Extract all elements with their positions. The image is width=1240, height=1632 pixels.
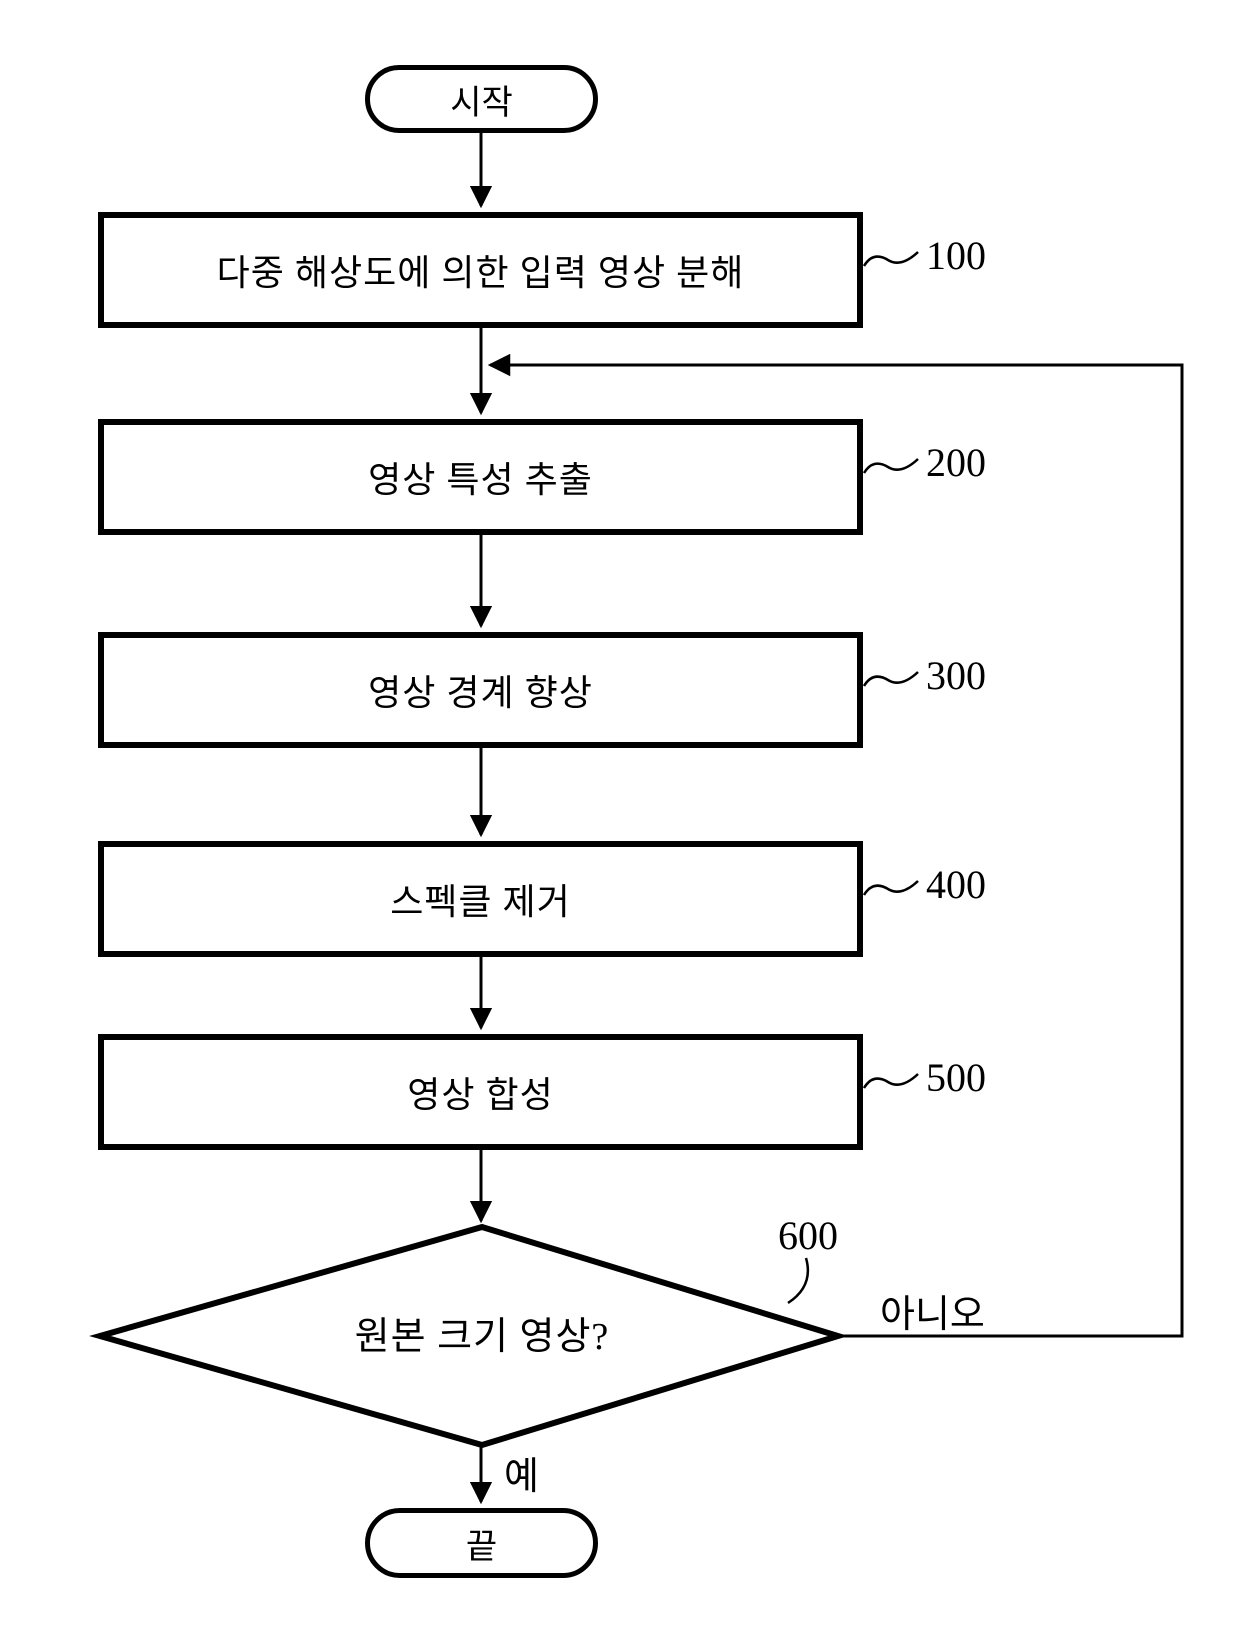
ref-numeral-200: 200 <box>926 440 986 485</box>
process-box-500: 영상 합성 <box>98 1034 863 1150</box>
ref-squiggle-100 <box>862 251 919 267</box>
arrow-no-feedback-loop <box>487 353 1184 1338</box>
ref-squiggle-500 <box>862 1073 919 1089</box>
ref-numeral-600: 600 <box>778 1213 838 1258</box>
process-box-100: 다중 해상도에 의한 입력 영상 분해 <box>98 212 863 328</box>
branch-label-no: 아니오 <box>880 1294 985 1336</box>
ref-squiggle-400 <box>862 880 919 896</box>
process-box-300-label: 영상 경계 향상 <box>368 673 593 713</box>
process-box-200: 영상 특성 추출 <box>98 419 863 535</box>
ref-squiggle-200 <box>862 458 919 474</box>
ref-squiggle-300 <box>862 671 919 687</box>
process-box-400: 스펙클 제거 <box>98 841 863 957</box>
start-terminal: 시작 <box>365 65 598 133</box>
end-terminal-label: 끝 <box>465 1528 498 1566</box>
ref-numeral-500: 500 <box>926 1055 986 1100</box>
start-terminal-label: 시작 <box>450 84 513 122</box>
ref-curve-600 <box>787 1257 810 1305</box>
process-box-500-label: 영상 합성 <box>407 1075 554 1115</box>
process-box-400-label: 스펙클 제거 <box>390 882 571 922</box>
process-box-200-label: 영상 특성 추출 <box>368 460 593 500</box>
decision-label: 원본 크기 영상? <box>354 1316 610 1358</box>
ref-numeral-400: 400 <box>926 862 986 907</box>
ref-numeral-300: 300 <box>926 653 986 698</box>
process-box-100-label: 다중 해상도에 의한 입력 영상 분해 <box>216 253 745 293</box>
end-terminal: 끝 <box>365 1508 598 1578</box>
branch-label-yes: 예 <box>504 1456 539 1498</box>
process-box-300: 영상 경계 향상 <box>98 632 863 748</box>
ref-numeral-100: 100 <box>926 233 986 278</box>
